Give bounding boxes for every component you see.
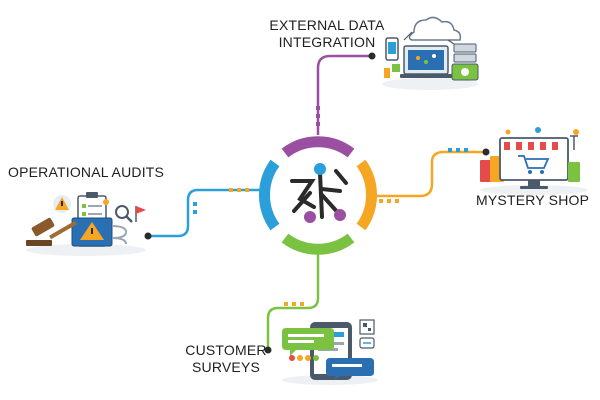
online-shop-monitor-icon [480, 127, 588, 195]
connector-mystery [372, 148, 490, 203]
external-data-label-line2: INTEGRATION [278, 34, 376, 50]
survey-phone-rating-icon [282, 319, 378, 385]
external-data-label: EXTERNAL DATA INTEGRATION [262, 17, 392, 51]
customer-surveys-label: CUSTOMER SURVEYS [180, 342, 272, 376]
cloud-data-integration-icon [382, 16, 479, 90]
hub-arc-left [259, 159, 280, 231]
audit-clipboard-gavel-icon [26, 192, 146, 256]
customer-surveys-label-line1: CUSTOMER [185, 342, 267, 358]
operational-audits-label: OPERATIONAL AUDITS [8, 164, 165, 180]
customer-surveys-label-line2: SURVEYS [191, 359, 261, 375]
central-hub [259, 136, 377, 255]
hub-arc-right [356, 159, 377, 231]
connector-customer [264, 252, 320, 354]
connector-external [316, 52, 376, 135]
connector-operational [144, 188, 262, 240]
external-data-label-line1: EXTERNAL DATA [269, 17, 385, 33]
mystery-shop-label: MYSTERY SHOP [476, 192, 590, 208]
hub-arc-top [281, 136, 355, 158]
hub-arc-bottom [281, 233, 355, 255]
